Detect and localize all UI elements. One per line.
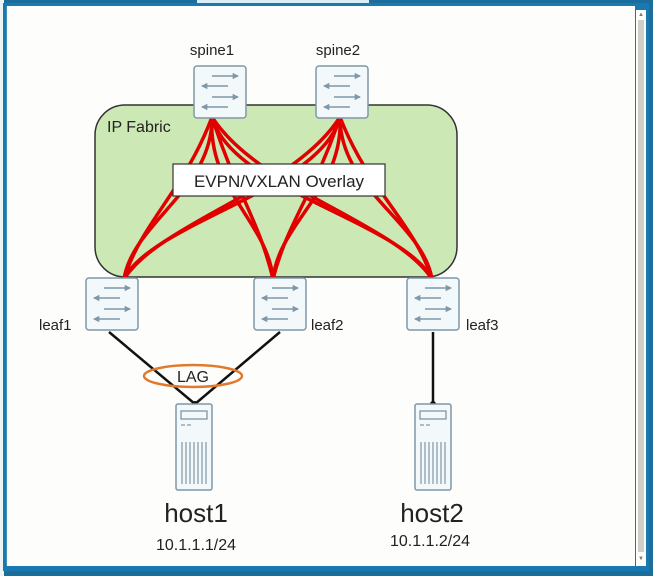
window-bottom-border [6,566,646,571]
overlay-label-box [172,163,386,197]
host2-node[interactable] [414,403,452,491]
spine2-label: spine2 [316,42,360,59]
leaf1-node[interactable] [86,278,138,330]
host1-label: host1 [164,498,228,528]
vertical-scrollbar[interactable]: ▲ ▼ [636,10,646,566]
switch-icon [86,278,138,330]
switch-icon [194,66,246,118]
host2-ip: 10.1.1.2/24 [390,533,470,550]
host1-ip: 10.1.1.1/24 [156,537,236,554]
underlay-link-spine2-leaf1 [122,115,342,281]
leaf1-label: leaf1 [39,317,72,334]
background-window-edge [0,0,4,576]
host1-node[interactable] [175,403,213,491]
underlay-link-spine2-leaf3 [338,115,434,281]
scroll-down-arrow-icon[interactable]: ▼ [638,556,644,562]
spine1-node[interactable] [194,66,246,118]
underlay-links [122,115,434,281]
access-link-leaf1-host1 [108,331,196,405]
scrollbar-thumb[interactable] [638,20,644,552]
leaf2-label: leaf2 [311,317,344,334]
switch-icon [316,66,368,118]
spine1-label: spine1 [190,42,234,59]
leaf3-node[interactable] [407,278,459,330]
underlay-link-spine1-leaf1 [122,115,214,281]
leaf2-node[interactable] [254,278,306,330]
spine2-node[interactable] [316,66,368,118]
scroll-up-arrow-icon[interactable]: ▲ [638,12,644,18]
host2-label: host2 [400,498,464,528]
underlay-link-spine1-leaf3 [210,115,434,281]
switch-icon [254,278,306,330]
lag-ring [142,363,244,389]
lag-label: LAG [177,369,209,386]
switch-icon [407,278,459,330]
underlay-link-spine2-leaf2 [271,115,342,281]
window-title-tab [197,0,369,3]
access-link-leaf2-host1 [194,331,281,405]
leaf3-label: leaf3 [466,317,499,334]
ip-fabric-label: IP Fabric [107,119,171,136]
server-icon [175,403,213,491]
underlay-link-spine1-leaf2 [210,115,275,281]
overlay-label: EVPN/VXLAN Overlay [194,172,365,191]
server-icon [414,403,452,491]
